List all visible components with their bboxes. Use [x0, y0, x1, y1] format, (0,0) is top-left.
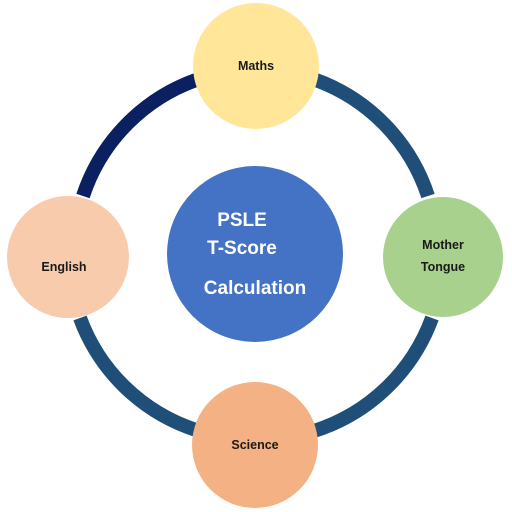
- node-english-label: English: [41, 260, 86, 274]
- center-title-line3: Calculation: [204, 278, 306, 299]
- node-maths: Maths: [193, 3, 319, 129]
- cycle-ring: [73, 73, 439, 438]
- center-title-line1: PSLE: [217, 210, 267, 231]
- center-circle: [167, 166, 343, 342]
- node-maths-circle: [193, 3, 319, 129]
- node-science-circle: [192, 382, 318, 508]
- node-science: Science: [192, 382, 318, 508]
- node-mother-tongue-label-line1: Mother: [422, 238, 464, 252]
- ring-arc-maths-to-mother-tongue: [313, 73, 435, 199]
- node-english-circle: [7, 196, 129, 318]
- ring-arc-science-to-english: [73, 315, 199, 437]
- node-mother-tongue-circle: [383, 197, 503, 317]
- node-mother-tongue: Mother Tongue: [383, 197, 503, 317]
- node-mother-tongue-label-line2: Tongue: [421, 260, 465, 274]
- ring-arc-english-to-maths: [76, 73, 199, 199]
- center-node: PSLE T-Score Calculation: [167, 166, 343, 342]
- ring-arc-mother-tongue-to-science: [311, 315, 439, 438]
- node-english: English: [7, 196, 129, 318]
- center-title-line2: T-Score: [207, 238, 277, 259]
- node-maths-label: Maths: [238, 59, 274, 73]
- node-science-label: Science: [231, 438, 278, 452]
